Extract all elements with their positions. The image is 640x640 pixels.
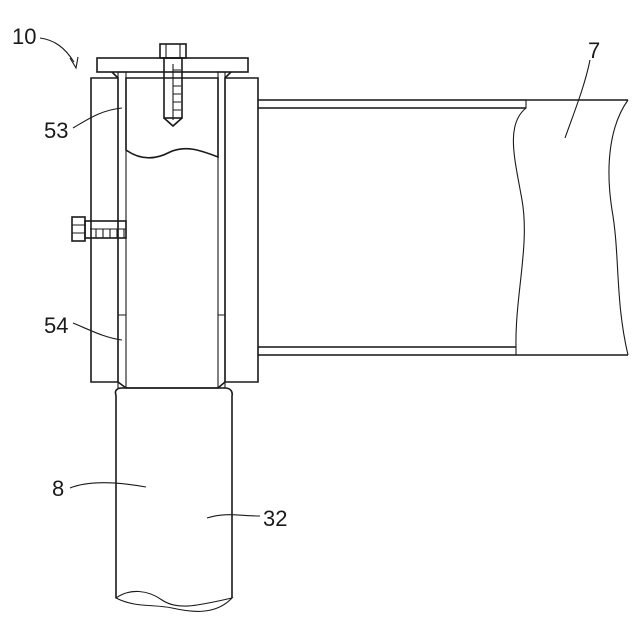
horizontal-pipe	[258, 100, 628, 355]
right-sleeve-wall	[225, 78, 258, 382]
label-54: 54	[44, 313, 68, 338]
vertical-post	[115, 388, 232, 611]
left-sleeve-wall	[91, 78, 118, 382]
side-set-screw	[72, 217, 126, 241]
inner-liners	[112, 72, 231, 388]
top-bolt	[160, 44, 186, 126]
label-53: 53	[44, 118, 68, 143]
label-7: 7	[588, 38, 600, 63]
leader-lines	[40, 38, 590, 518]
label-10: 10	[12, 24, 36, 49]
label-32: 32	[263, 506, 287, 531]
label-8: 8	[52, 476, 64, 501]
